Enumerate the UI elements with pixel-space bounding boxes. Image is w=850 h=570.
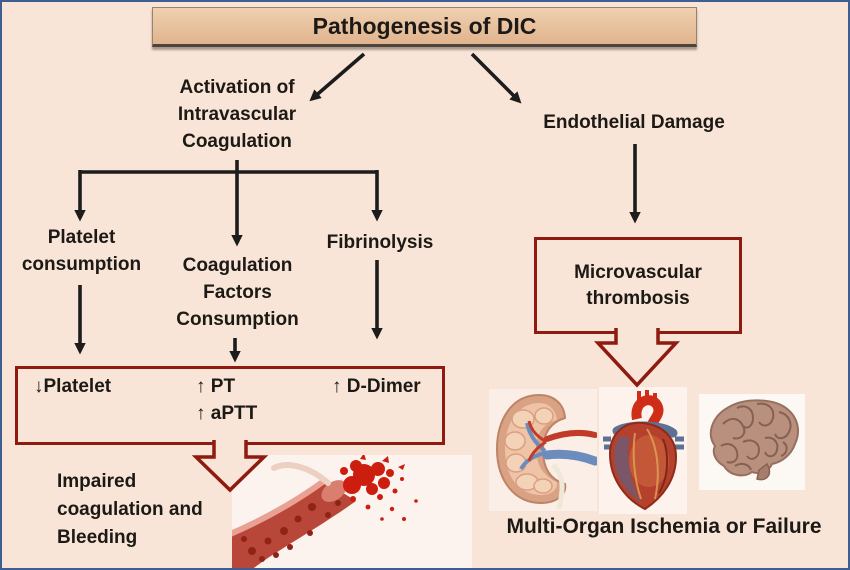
arrow-title-to-endothelial <box>470 52 522 104</box>
block-arrow-thrombosis-to-organs <box>593 328 681 388</box>
microvascular-thrombosis-box: Microvascular thrombosis <box>534 237 742 334</box>
bleeding-vessel-image <box>232 455 472 568</box>
outcome-impaired-coagulation-bleeding: Impaired coagulation and Bleeding <box>57 471 203 548</box>
lab-ddimer-high: ↑ D-Dimer <box>332 376 421 397</box>
lab-platelet-low: ↓Platelet <box>34 376 112 397</box>
brain-image <box>699 394 805 490</box>
kidney-art <box>495 393 597 510</box>
kidney-image <box>489 389 597 511</box>
brain-art <box>709 399 799 481</box>
outcome-multi-organ-failure: Multi-Organ Ischemia or Failure <box>506 515 822 538</box>
heart-art <box>603 390 684 511</box>
node-endothelial-damage: Endothelial Damage <box>543 112 725 133</box>
title-box: Pathogenesis of DIC <box>152 7 697 47</box>
microvascular-thrombosis-label: Microvascular thrombosis <box>574 261 702 309</box>
lab-findings-box: ↓Platelet ↑ PT ↑ aPTT ↑ D-Dimer <box>15 366 445 445</box>
blood-splatter <box>340 455 418 521</box>
bleeding-vessel-art <box>232 455 418 568</box>
lab-aptt-high: ↑ aPTT <box>196 403 258 424</box>
heart-image <box>599 387 687 514</box>
node-fibrinolysis: Fibrinolysis <box>326 232 434 253</box>
node-activation-intravascular-coagulation: Activation of Intravascular Coagulation <box>177 77 297 152</box>
node-coagulation-factors-consumption: Coagulation Factors Consumption <box>176 255 299 330</box>
node-platelet-consumption: Platelet consumption <box>21 227 142 275</box>
page-title: Pathogenesis of DIC <box>312 12 537 39</box>
lab-pt-high: ↑ PT <box>196 376 236 397</box>
